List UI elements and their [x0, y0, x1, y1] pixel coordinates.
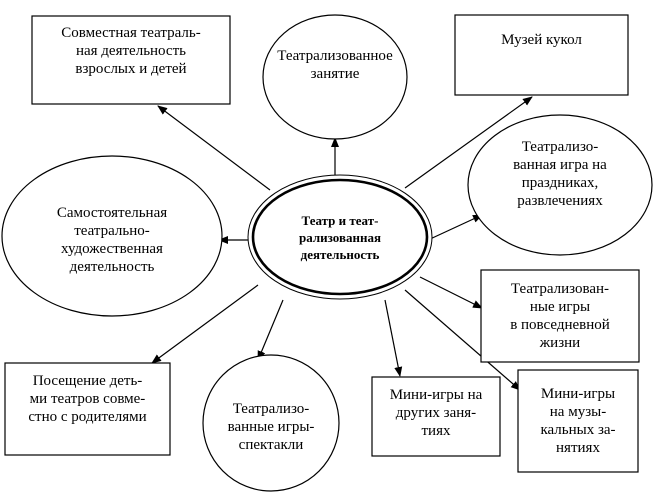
- node-doll-museum: Музей кукол: [501, 32, 582, 48]
- arrow-to-play-performances: [257, 299, 284, 361]
- node-theatrical-lesson: Театрализованное занятие: [277, 48, 393, 82]
- node-theatre-visits: Посещение деть- ми театров совме- стно с…: [28, 373, 147, 425]
- arrow-to-mini-games-music: [404, 289, 521, 391]
- arrow-to-everyday-games: [419, 276, 483, 309]
- node-play-performances-ellipse: [202, 354, 340, 492]
- arrow-to-doll-museum: [404, 96, 533, 189]
- center-node-shape: [247, 174, 433, 300]
- node-joint-activity-box: [31, 15, 231, 105]
- arrow-to-holiday-play: [427, 214, 483, 241]
- node-joint-activity: Совместная театраль- ная деятельность вз…: [61, 25, 201, 77]
- node-mini-games-music-box: [517, 369, 639, 473]
- node-mini-games-other-box: [371, 376, 501, 457]
- node-mini-games-music: Мини-игры на музы- кальных за- нятиях: [540, 386, 616, 456]
- node-play-performances: Театрализо- ванные игры- спектакли: [227, 401, 315, 453]
- center-node-label: Театр и теат- рализованная деятельность: [299, 212, 381, 262]
- arrow-to-mini-games-other: [384, 299, 403, 377]
- arrow-to-theatre-visits: [151, 284, 259, 364]
- node-theatrical-lesson-ellipse: [262, 14, 408, 140]
- node-holiday-play: Театрализо- ванная игра на праздниках, р…: [513, 139, 607, 209]
- node-doll-museum-box: [454, 14, 629, 96]
- node-independent-activity: Самостоятельная театрально- художественн…: [56, 205, 168, 275]
- node-independent-activity-ellipse: [1, 155, 223, 317]
- node-mini-games-other: Мини-игры на других заня- тиях: [389, 387, 483, 439]
- node-theatre-visits-box: [4, 362, 171, 456]
- node-everyday-games-box: [480, 269, 640, 363]
- arrow-to-joint-activity: [157, 105, 271, 191]
- node-everyday-games: Театрализован- ные игры в повседневной ж…: [510, 281, 610, 351]
- node-holiday-play-ellipse: [467, 114, 653, 256]
